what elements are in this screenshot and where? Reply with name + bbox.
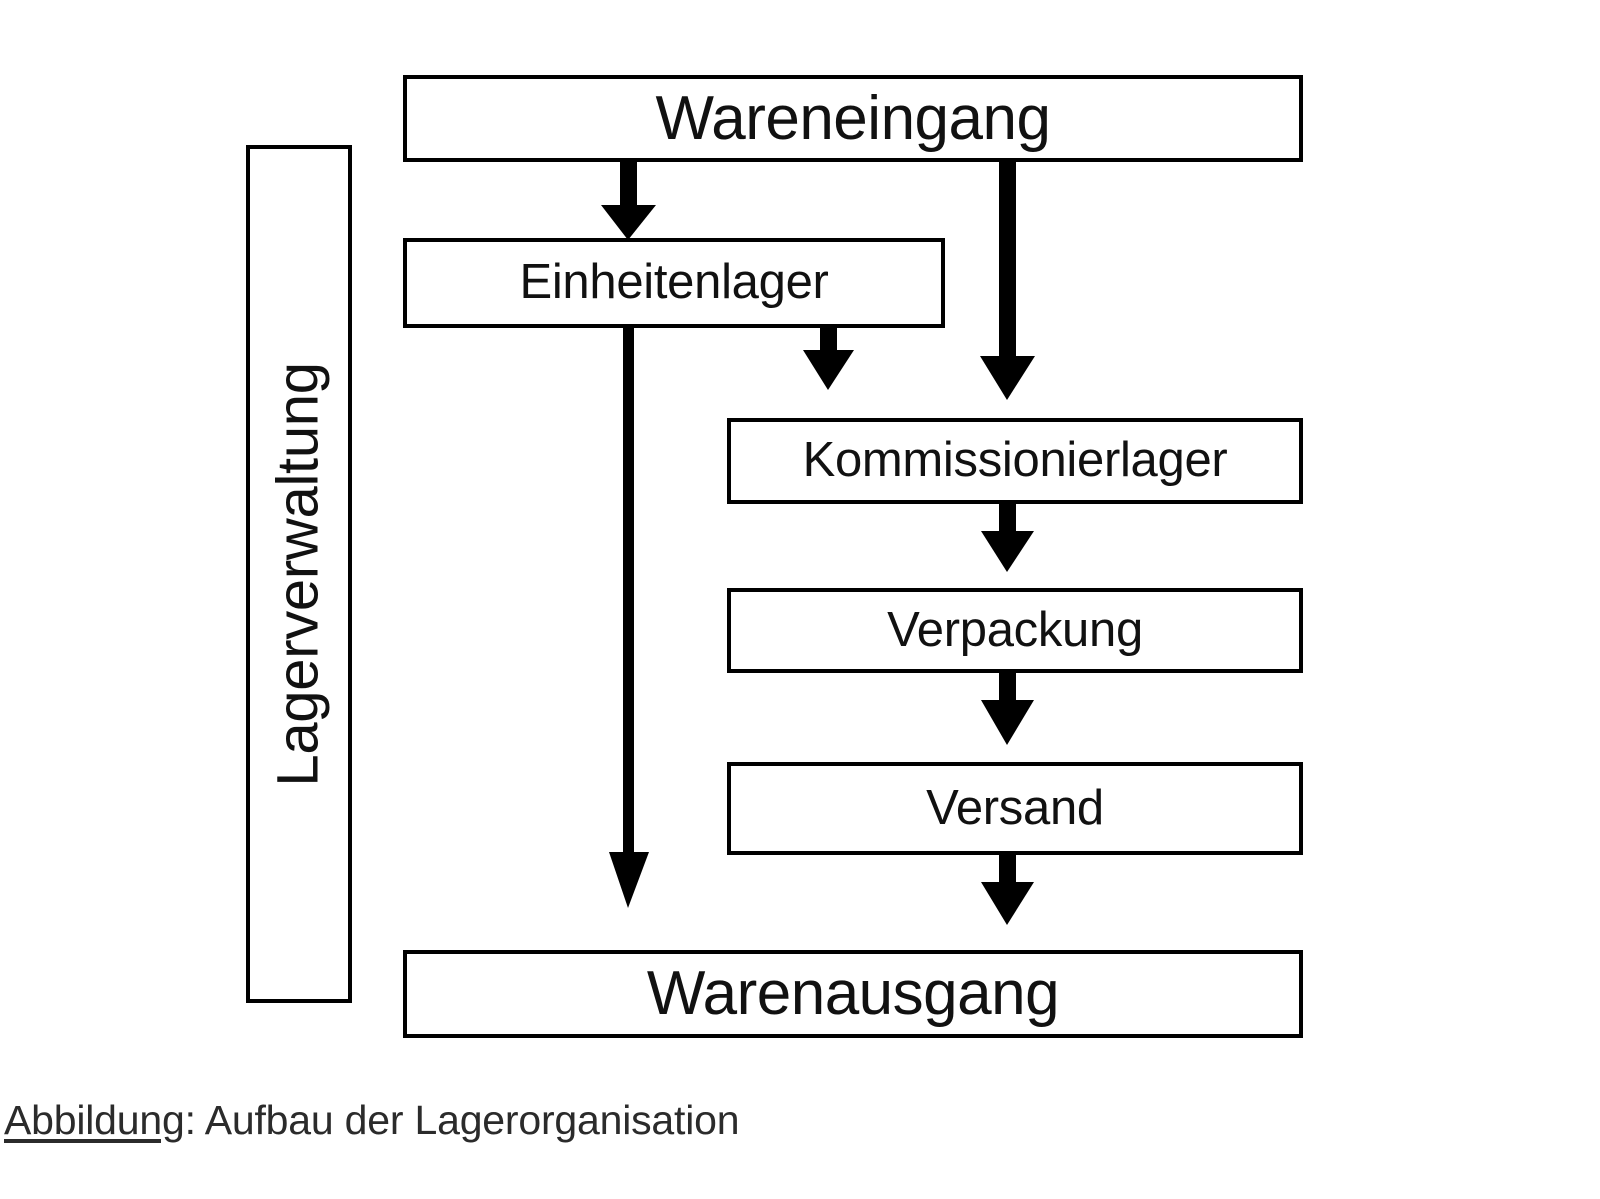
figure-caption-rest: : Aufbau der Lagerorganisation: [184, 1097, 740, 1143]
node-wareneingang-label: Wareneingang: [655, 83, 1051, 153]
node-warenausgang[interactable]: Warenausgang: [403, 950, 1303, 1038]
node-verpackung[interactable]: Verpackung: [727, 588, 1303, 673]
arrow-kommissionierlager-to-verpackung: [981, 504, 1034, 572]
arrow-einheitenlager-to-kommissionierlager: [803, 328, 854, 390]
arrow-verpackung-to-versand: [981, 673, 1034, 745]
figure-caption: Abbildung: Aufbau der Lagerorganisation: [4, 1097, 740, 1144]
node-kommissionierlager[interactable]: Kommissionierlager: [727, 418, 1303, 504]
node-versand-label: Versand: [926, 780, 1104, 835]
node-einheitenlager-label: Einheitenlager: [519, 255, 829, 310]
node-warenausgang-label: Warenausgang: [646, 959, 1060, 1029]
arrow-versand-to-warenausgang: [981, 855, 1034, 925]
node-kommissionierlager-label: Kommissionierlager: [802, 433, 1228, 488]
node-lagerverwaltung[interactable]: Lagerverwaltung: [246, 145, 352, 1003]
arrow-einheitenlager-to-warenausgang: [609, 328, 649, 908]
node-einheitenlager[interactable]: Einheitenlager: [403, 238, 945, 328]
node-versand[interactable]: Versand: [727, 762, 1303, 855]
arrow-wareneingang-to-kommissionierlager: [980, 162, 1035, 400]
figure-caption-underlined: Abbildung: [4, 1097, 185, 1143]
node-lagerverwaltung-label: Lagerverwaltung: [265, 361, 331, 787]
node-wareneingang[interactable]: Wareneingang: [403, 75, 1303, 162]
node-verpackung-label: Verpackung: [887, 602, 1143, 657]
arrow-wareneingang-to-einheitenlager: [601, 162, 656, 240]
